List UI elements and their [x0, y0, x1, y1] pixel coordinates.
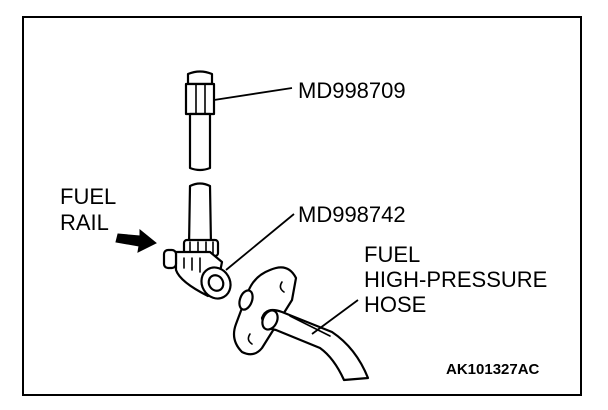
label-hose-line1: FUEL [364, 242, 420, 267]
high-pressure-hose [260, 308, 370, 382]
diagram-frame [22, 16, 582, 396]
tool-md998742 [182, 182, 220, 258]
leader-md998709 [213, 87, 293, 101]
label-md998709: MD998709 [298, 78, 406, 103]
label-fuel-rail-line2: RAIL [60, 210, 109, 235]
leader-md998742 [225, 213, 295, 271]
figure-code: AK101327AC [446, 361, 540, 378]
fuel-rail-arrow-icon [115, 228, 157, 253]
label-hose-line3: HOSE [364, 292, 426, 317]
tool-md998709 [184, 70, 216, 172]
label-hose-line2: HIGH-PRESSURE [364, 267, 547, 292]
fuel-rail-tee [162, 248, 232, 300]
leader-hose [311, 299, 359, 335]
hose-flange [232, 266, 298, 356]
label-fuel-rail-line1: FUEL [60, 184, 116, 209]
label-md998742: MD998742 [298, 202, 406, 227]
